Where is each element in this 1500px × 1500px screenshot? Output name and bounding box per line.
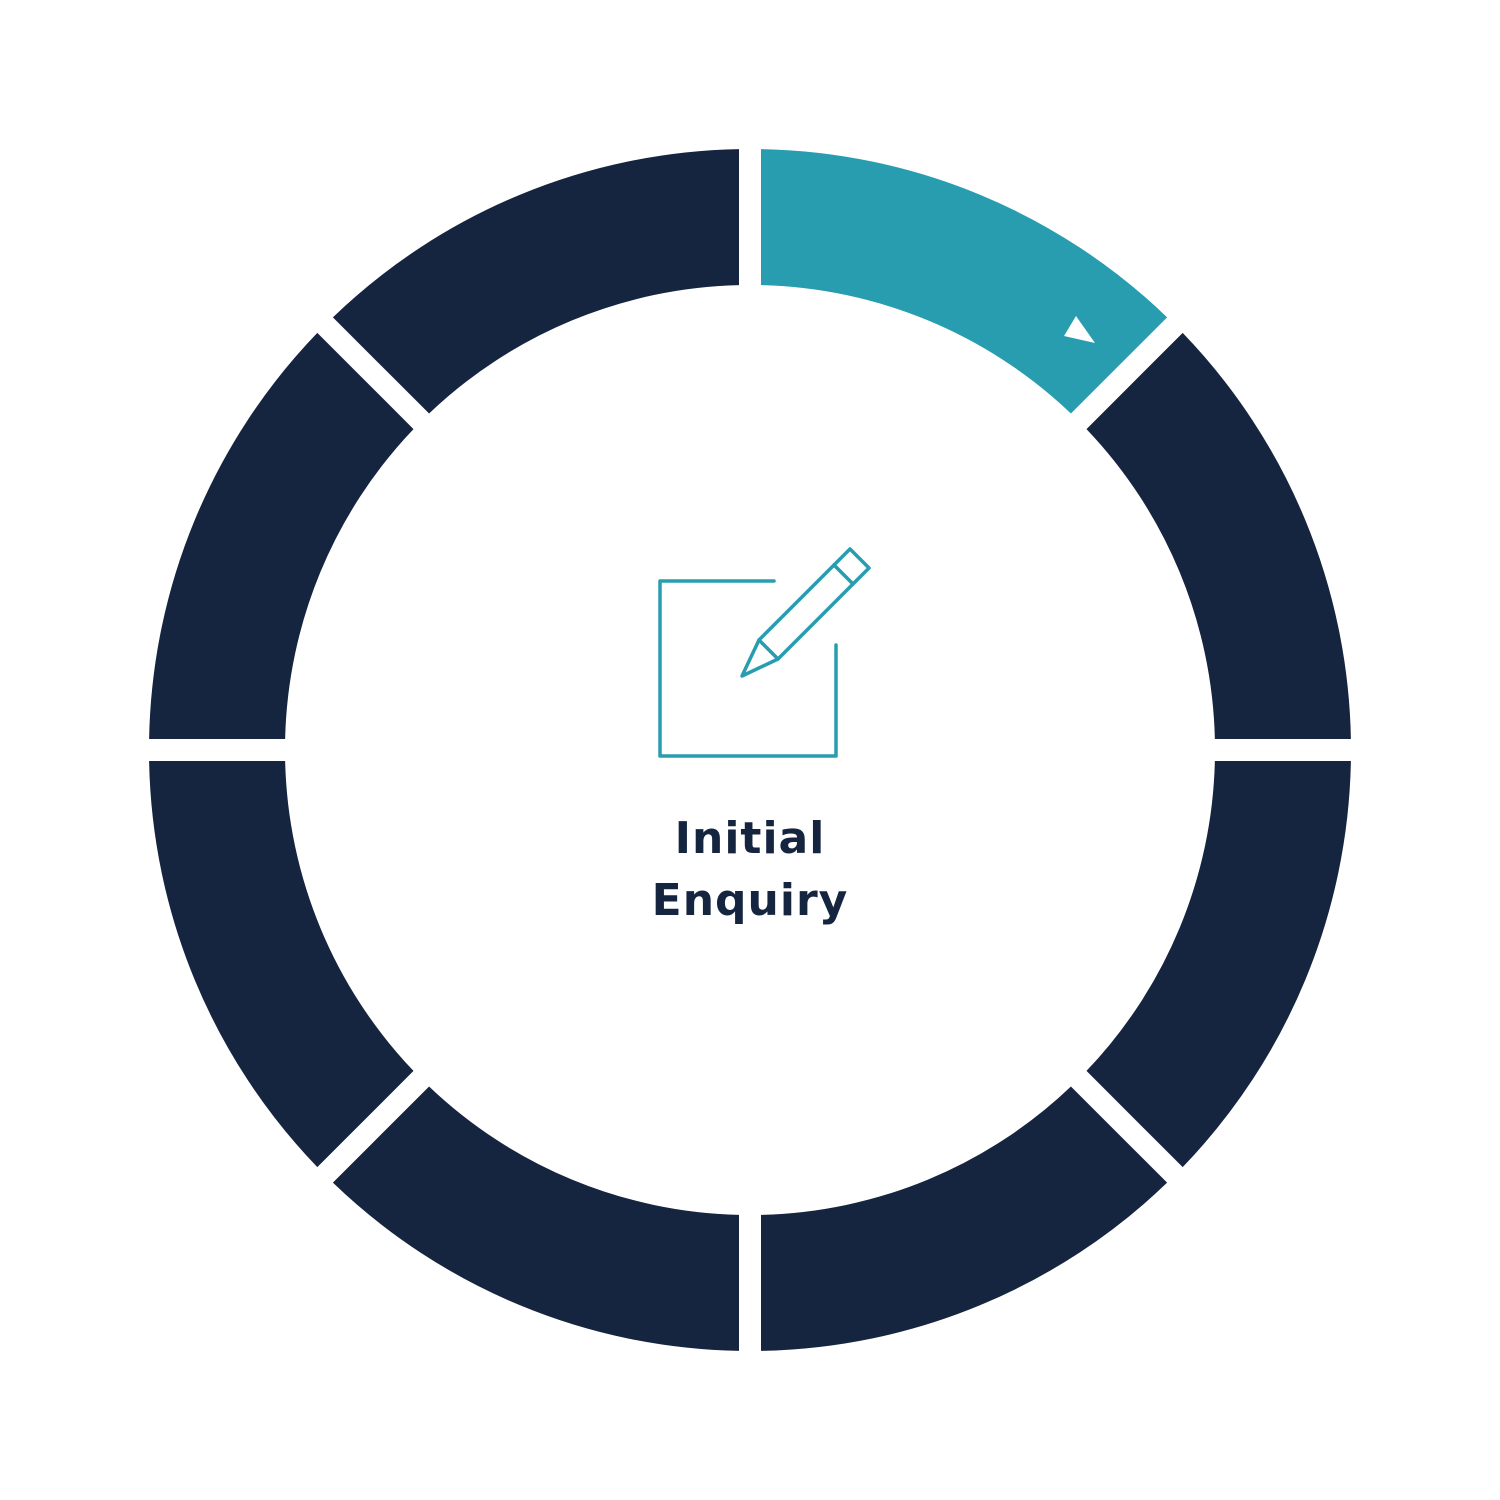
edit-note-pencil-tip [757,638,780,661]
ring-segment-2 [1086,332,1351,739]
ring-segment-6 [149,761,414,1168]
ring-segment-active [761,149,1168,414]
center-label-line-2: Enquiry [651,875,849,926]
edit-note-pencil [740,547,871,678]
ring-segment-7 [149,332,414,739]
center-label-line-1: Initial [674,813,826,864]
edit-note-pencil-cap [832,563,855,586]
ring-segment-8 [332,149,739,414]
ring-segments [149,149,1351,1351]
ring-segment-3 [1086,761,1351,1168]
play-arrow-icon [1064,316,1095,343]
ring-segment-5 [332,1086,739,1351]
edit-note-icon [658,547,871,758]
ring-segment-4 [761,1086,1168,1351]
edit-note-frame [658,579,838,758]
